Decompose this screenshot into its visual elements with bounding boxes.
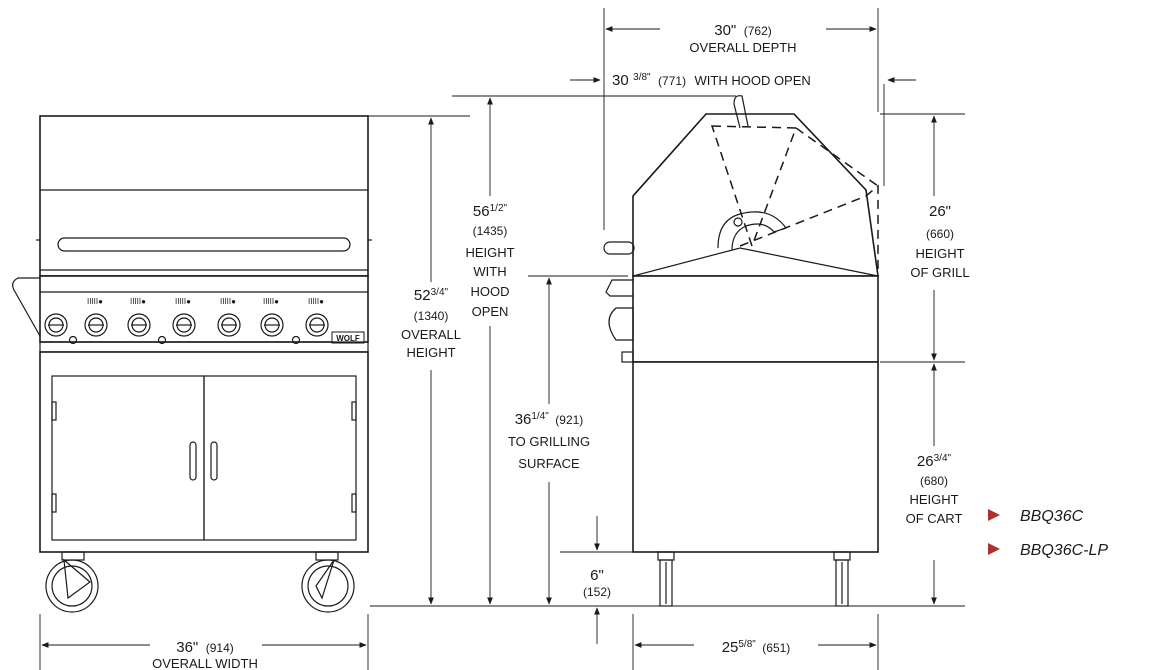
side-cart xyxy=(632,361,879,553)
knob xyxy=(172,313,196,337)
cart-height-whole: 26 xyxy=(917,453,934,470)
svg-text:30" (762): 30" (762) xyxy=(714,22,771,39)
control-knobs xyxy=(44,313,329,337)
model-item: BBQ36C-LP xyxy=(1020,542,1108,559)
open-hood-outline xyxy=(710,125,798,249)
svg-text:IIIII●: IIIII● xyxy=(220,297,236,306)
overall-height-metric: (1340) xyxy=(414,309,449,323)
hood-open-depth-label: WITH HOOD OPEN xyxy=(695,73,811,88)
hood-open-height-metric: (1435) xyxy=(473,224,508,238)
svg-text:IIIII●: IIIII● xyxy=(263,297,279,306)
side-caster-right xyxy=(833,551,851,607)
grilling-surface-fraction: 1/4" xyxy=(531,411,549,422)
knob xyxy=(127,313,151,337)
svg-text:30 3/8" (771): 30 3/8" (771) WITH HOOD OPEN xyxy=(612,67,811,89)
svg-text:IIIII●: IIIII● xyxy=(130,297,146,306)
open-hood-handle xyxy=(733,95,749,129)
grill-height-metric: (660) xyxy=(926,227,954,241)
depth-metric: (762) xyxy=(744,24,772,38)
side-control-body xyxy=(632,275,879,363)
cart-depth-metric: (651) xyxy=(762,641,790,655)
svg-text:523/4": 523/4" xyxy=(414,287,449,304)
hood-open-height-line-3: HOOD xyxy=(471,284,510,299)
front-view: IIIII● IIIII● IIIII● IIIII● IIIII● IIIII● WO… xyxy=(12,115,372,613)
overall-height-line-2: HEIGHT xyxy=(406,345,455,360)
clearance-metric: (152) xyxy=(583,585,611,599)
svg-text:36" (914): 36" (914) xyxy=(176,639,233,656)
hood-open-depth-metric: (771) xyxy=(658,74,686,88)
grilling-surface-whole: 36 xyxy=(515,411,532,428)
svg-text:361/4" (921): 361/4" (921) xyxy=(515,406,584,428)
cart-height-line-1: HEIGHT xyxy=(909,492,958,507)
svg-text:263/4": 263/4" xyxy=(917,453,952,470)
brand-badge xyxy=(331,331,365,344)
dimension-lines xyxy=(39,8,965,670)
cart-depth-whole: 25 xyxy=(722,639,739,656)
overall-height-whole: 52 xyxy=(414,287,431,304)
knob xyxy=(217,313,241,337)
svg-text:IIIII●: IIIII● xyxy=(308,297,324,306)
cart-height-fraction: 3/4" xyxy=(934,453,952,464)
width-metric: (914) xyxy=(206,641,234,655)
knob xyxy=(260,313,284,337)
side-caster-left xyxy=(657,551,675,607)
front-hood xyxy=(39,115,369,277)
grill-height-line-2: OF GRILL xyxy=(910,265,969,280)
knob xyxy=(44,313,68,337)
clearance-value: 6" xyxy=(590,567,604,584)
model-item: BBQ36C xyxy=(1020,508,1084,525)
cart-door-right xyxy=(203,375,357,541)
knob xyxy=(84,313,108,337)
cart-height-metric: (680) xyxy=(920,474,948,488)
knob xyxy=(305,313,329,337)
model-list: BBQ36C BBQ36C-LP xyxy=(988,508,1108,559)
bullet-arrow-icon xyxy=(988,509,1000,521)
svg-text:561/2": 561/2" xyxy=(473,203,508,220)
grill-height-line-1: HEIGHT xyxy=(915,246,964,261)
depth-label: OVERALL DEPTH xyxy=(689,40,796,55)
grilling-surface-line-1: TO GRILLING xyxy=(508,434,590,449)
hood-open-height-line-2: WITH xyxy=(473,264,506,279)
hood-open-height-whole: 56 xyxy=(473,203,490,220)
hood-open-height-fraction: 1/2" xyxy=(490,203,508,214)
cart-depth-fraction: 5/8" xyxy=(738,639,756,650)
dimension-labels: 30" (762) OVERALL DEPTH 30 3/8" (771) WI… xyxy=(152,22,969,670)
grilling-surface-metric: (921) xyxy=(555,413,583,427)
burner-indicators: IIIII● IIIII● IIIII● IIIII● IIIII● IIIII● xyxy=(87,297,324,306)
grilling-surface-line-2: SURFACE xyxy=(518,456,580,471)
side-shelf xyxy=(12,277,41,337)
width-label: OVERALL WIDTH xyxy=(152,656,258,670)
svg-text:255/8" (651): 255/8" (651) xyxy=(722,634,791,656)
hood-open-height-line-4: OPEN xyxy=(472,304,509,319)
brand-badge-text: WOLF xyxy=(336,334,360,343)
overall-height-fraction: 3/4" xyxy=(431,287,449,298)
cart-height-line-2: OF CART xyxy=(906,511,963,526)
front-caster-left xyxy=(45,551,99,613)
svg-text:IIIII●: IIIII● xyxy=(87,297,103,306)
hood-open-height-line-1: HEIGHT xyxy=(465,245,514,260)
grill-height-value: 26" xyxy=(929,203,951,220)
hood-open-depth-fraction: 3/8" xyxy=(633,72,651,83)
depth-value: 30" xyxy=(714,22,736,39)
hood-open-depth-whole: 30 xyxy=(612,72,629,89)
front-caster-right xyxy=(301,551,355,613)
svg-text:IIIII●: IIIII● xyxy=(175,297,191,306)
width-value: 36" xyxy=(176,639,198,656)
overall-height-line-1: OVERALL xyxy=(401,327,461,342)
bullet-arrow-icon xyxy=(988,543,1000,555)
hood-handle xyxy=(57,237,351,252)
side-view xyxy=(603,95,879,607)
